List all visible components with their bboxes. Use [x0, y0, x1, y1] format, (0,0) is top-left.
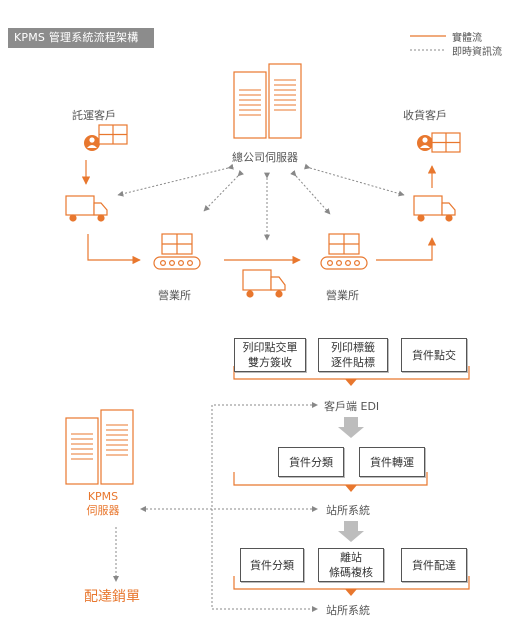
kpms-info-lines [115, 404, 312, 610]
goods-transfer-box: 貨件轉運 [359, 447, 425, 477]
truck-right-icon [413, 195, 456, 222]
kpms-server-label: KPMS 伺服器 [78, 490, 128, 518]
legend-solid-label: 實體流 [452, 33, 482, 44]
legend-dashed-label: 即時資訊流 [452, 47, 502, 58]
office-left-label: 營業所 [158, 289, 191, 302]
print-label-box: 列印標籤 逐件貼標 [318, 338, 388, 372]
goods-sort-box-1: 貨件分類 [278, 447, 344, 477]
station-system-label-1: 站所系統 [326, 504, 370, 517]
print-handover-line2: 雙方簽收 [248, 356, 292, 369]
kpms-label-line2: 伺服器 [86, 504, 120, 517]
hq-server-label: 總公司伺服器 [232, 151, 298, 164]
receiver-person-icon [417, 135, 433, 151]
station-system-label-2: 站所系統 [326, 604, 370, 617]
departure-check-line1: 離站 [340, 551, 362, 564]
truck-left-icon [65, 195, 108, 222]
print-label-line2: 逐件貼標 [331, 356, 375, 369]
page-title: KPMS 管理系統流程架構 [8, 28, 154, 48]
goods-handover-box: 貨件點交 [401, 338, 467, 372]
shipper-person-icon [84, 135, 100, 151]
kpms-label-line1: KPMS [87, 490, 119, 503]
kpms-server-icon [65, 409, 134, 485]
goods-delivery-box: 貨件配達 [401, 548, 467, 582]
kpms-info-arrowheads [113, 402, 318, 612]
shipper-label: 託運客戶 [72, 109, 116, 122]
bottom-gray-arrows [338, 417, 364, 542]
office-right-conveyor-icon [320, 233, 368, 270]
physical-flow-arrows [81, 160, 437, 265]
receiver-label: 收貨客戶 [403, 109, 447, 122]
print-handover-box: 列印點交單 雙方簽收 [234, 338, 306, 372]
goods-transfer-label: 貨件轉運 [370, 455, 414, 469]
info-flow-arrows [117, 163, 405, 241]
receiver-box-icon [431, 132, 461, 153]
customer-edi-label: 客戶端 EDI [324, 400, 380, 413]
goods-sort-box-2: 貨件分類 [240, 548, 304, 582]
print-label-line1: 列印標籤 [331, 341, 375, 354]
legend [410, 35, 446, 51]
delivery-cancel-label: 配達銷單 [84, 589, 140, 605]
hq-server-icon [233, 63, 302, 139]
departure-check-line2: 條碼複核 [329, 566, 373, 579]
departure-check-box: 離站 條碼複核 [318, 548, 384, 582]
office-left-conveyor-icon [153, 233, 201, 270]
goods-sort-label-2: 貨件分類 [250, 558, 294, 572]
print-handover-line1: 列印點交單 [242, 341, 298, 354]
shipper-box-icon [98, 124, 128, 145]
bottom-orange-triangles [345, 379, 357, 596]
goods-sort-label-1: 貨件分類 [289, 455, 333, 469]
truck-middle-icon [242, 269, 286, 298]
goods-handover-line1: 貨件點交 [412, 348, 456, 362]
office-right-label: 營業所 [326, 289, 359, 302]
goods-delivery-label: 貨件配達 [412, 558, 456, 572]
